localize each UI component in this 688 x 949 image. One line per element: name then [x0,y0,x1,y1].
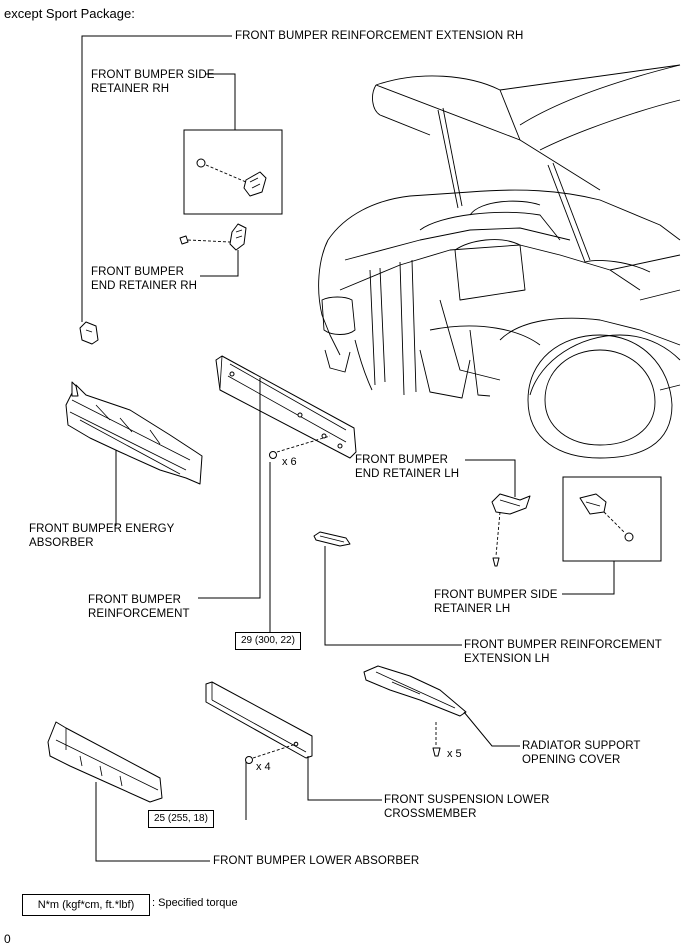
label-suspension-crossmember: FRONT SUSPENSION LOWER CROSSMEMBER [384,794,550,820]
vehicle-outline [318,64,681,459]
page-header: except Sport Package: [4,6,135,21]
crossmember-bolt [245,743,297,764]
footer-mark: 0 [4,932,11,946]
torque-crossmember: 25 (255, 18) [148,810,214,828]
leader-lines [81,35,615,862]
end-retainer-lh-part [491,493,531,567]
side-retainer-rh-part [196,158,267,197]
radiator-cover-part [363,665,467,757]
label-side-retainer-lh: FRONT BUMPER SIDE RETAINER LH [434,589,558,615]
qty-reinforcement-bolts: x 6 [282,456,297,468]
suspension-crossmember-part [205,681,313,759]
inset-box-lh [562,476,662,562]
qty-cover-clips: x 5 [447,748,462,760]
reinforcement-extension-lh-part [313,531,351,547]
end-retainer-rh-part [179,223,247,251]
legend-text: : Specified torque [152,897,238,909]
bumper-reinforcement-part [215,355,357,459]
label-reinforcement-extension-rh: FRONT BUMPER REINFORCEMENT EXTENSION RH [235,30,524,42]
qty-crossmember-bolts: x 4 [256,761,271,773]
reinforcement-bolt [269,435,331,459]
label-end-retainer-lh: FRONT BUMPER END RETAINER LH [355,454,460,480]
reinforcement-extension-rh-part [79,321,99,345]
label-lower-absorber: FRONT BUMPER LOWER ABSORBER [213,855,420,867]
torque-reinforcement: 29 (300, 22) [235,632,301,650]
label-radiator-cover: RADIATOR SUPPORT OPENING COVER [522,740,641,766]
energy-absorber-part [65,381,203,485]
lower-absorber-part [47,721,163,803]
label-energy-absorber: FRONT BUMPER ENERGY ABSORBER [29,523,175,549]
inset-box-rh [183,129,283,215]
label-end-retainer-rh: FRONT BUMPER END RETAINER RH [91,266,198,292]
label-bumper-reinforcement: FRONT BUMPER REINFORCEMENT [88,594,190,620]
side-retainer-lh-part [579,493,634,542]
legend-box: N*m (kgf*cm, ft.*lbf) [22,894,150,916]
label-reinforcement-extension-lh: FRONT BUMPER REINFORCEMENT EXTENSION LH [464,639,662,665]
label-side-retainer-rh: FRONT BUMPER SIDE RETAINER RH [91,69,215,95]
